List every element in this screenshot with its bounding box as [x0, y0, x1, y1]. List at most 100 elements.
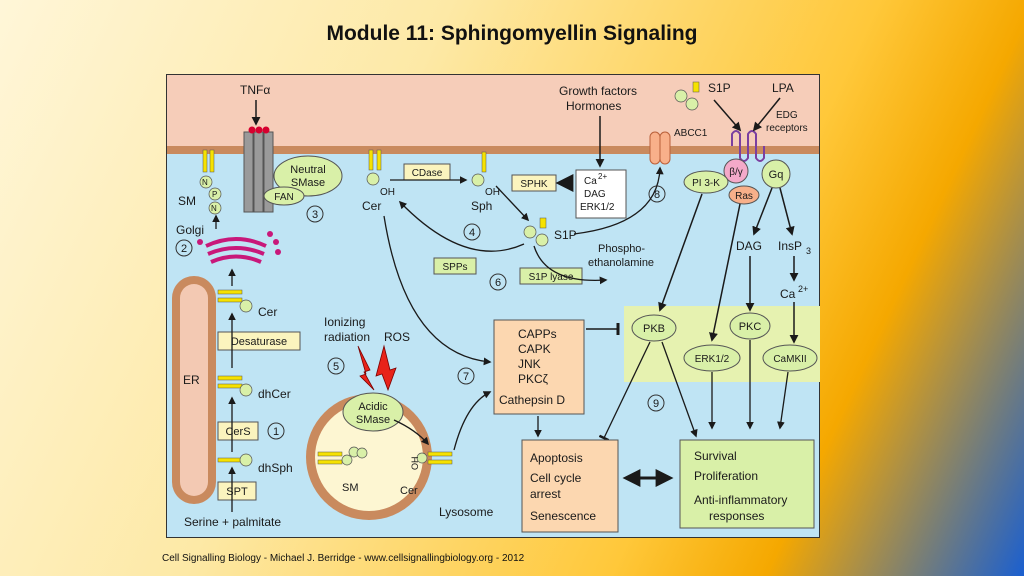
pkb-inhibit-apoptosis	[598, 341, 651, 442]
ca-box-dag: DAG	[584, 189, 606, 200]
footer-citation: Cell Signalling Biology - Michael J. Ber…	[162, 553, 525, 564]
spt-box	[217, 481, 257, 501]
lipid-icon	[217, 383, 243, 389]
slide-title: Module 11: Sphingomyellin Signaling	[326, 22, 698, 45]
plasma-membrane	[166, 146, 820, 154]
step-8-label: 8	[654, 189, 660, 201]
pkc-label: PKC	[739, 321, 762, 333]
tnf-receptor	[243, 131, 254, 213]
step-4-circle	[463, 223, 481, 241]
cer-top-label: Cer	[362, 199, 381, 213]
s1p-export-arrow	[573, 166, 664, 235]
n-head-icon	[523, 225, 537, 239]
s1p-to-cer-arrow	[398, 200, 525, 252]
erk-ellipse	[683, 344, 741, 372]
phospho-label-2: ethanolamine	[588, 257, 654, 269]
ionizing-label-1: Ionizing	[324, 315, 365, 329]
oh-label: OH	[485, 187, 500, 198]
tnf-ligand-icon	[255, 126, 263, 134]
lightning-icon	[375, 344, 397, 392]
lpa-label: LPA	[772, 81, 794, 95]
smase-reaction-arrow	[393, 419, 430, 446]
step-5-circle	[327, 357, 345, 375]
acidic-smase-ellipse	[342, 392, 404, 432]
fan-ellipse	[263, 186, 305, 206]
gq-circle	[761, 159, 791, 189]
n-head-icon	[239, 299, 253, 313]
ca2-label: Ca	[780, 287, 796, 301]
s1p-lyase-box	[519, 267, 583, 285]
capps-item: PKCζ	[518, 372, 549, 386]
lysosome-to-capps-arrow	[453, 391, 492, 451]
pkb-label: PKB	[643, 323, 665, 335]
step-6-circle	[489, 273, 507, 291]
extracellular-region	[166, 74, 820, 148]
neutral-smase-label-2: SMase	[291, 177, 325, 189]
lipid-icon	[368, 149, 374, 171]
pi3k-to-pkb-arrow	[658, 193, 703, 312]
n-head-icon	[366, 172, 380, 186]
apoptosis-item: Cell cycle	[530, 471, 582, 485]
ras-to-erk-arrow	[709, 203, 741, 342]
neutral-smase-label-1: Neutral	[290, 164, 325, 176]
neutral-smase-ellipse	[273, 155, 343, 197]
sm-top-label: SM	[178, 194, 196, 208]
gq-label: Gq	[769, 169, 784, 181]
step-5-label: 5	[333, 361, 339, 373]
tnf-ligand-icon	[262, 126, 270, 134]
lightning-icon	[357, 345, 375, 391]
step-6-label: 6	[495, 277, 501, 289]
p-label: P	[212, 190, 217, 199]
dhcer-label: dhCer	[258, 387, 291, 401]
apoptosis-item: arrest	[530, 487, 561, 501]
abcc1-label: ABCC1	[674, 128, 708, 139]
camkii-ellipse	[762, 344, 818, 372]
lipid-icon	[217, 289, 243, 295]
step-1-label: 1	[273, 426, 279, 438]
growth-factors-label-1: Growth factors	[559, 84, 637, 98]
ca-box-ca: Ca	[584, 176, 597, 187]
lipid-icon	[317, 451, 343, 457]
survival-item: Anti-inflammatory	[694, 493, 787, 507]
sph-to-s1p-arrow	[495, 185, 530, 222]
tnf-ligand-icon	[248, 126, 256, 134]
lipid-icon	[217, 375, 243, 381]
cdase-label: CDase	[412, 168, 443, 179]
n-head-icon	[416, 452, 428, 464]
s1p-to-edg-arrow	[713, 99, 742, 132]
capps-box	[493, 319, 585, 415]
pi3k-label: PI 3-K	[692, 178, 720, 189]
camkii-to-survival-arrow	[777, 371, 789, 430]
step-1-circle	[267, 422, 285, 440]
n-label: N	[202, 178, 208, 187]
n-head-icon	[199, 175, 213, 189]
survival-item: Survival	[694, 449, 737, 463]
pkb-to-survival-arrow	[661, 341, 698, 438]
erk-label: ERK1/2	[695, 354, 730, 365]
step-7-label: 7	[463, 371, 469, 383]
n-head-icon	[239, 453, 253, 467]
sph-label: Sph	[471, 199, 492, 213]
p-head-icon	[208, 187, 222, 201]
ros-label: ROS	[384, 330, 410, 344]
s1p-mid-label: S1P	[554, 228, 577, 242]
lysosome-sm-label: SM	[342, 482, 359, 494]
vesicle-icon	[273, 239, 279, 245]
apoptosis-box	[521, 439, 619, 533]
pkc-ellipse	[729, 312, 771, 340]
step-4-label: 4	[469, 227, 475, 239]
survival-item: Proliferation	[694, 469, 758, 483]
pkb-ellipse	[631, 314, 677, 342]
n-head-icon	[239, 383, 253, 397]
dag-label: DAG	[736, 239, 762, 253]
edg-label-2: receptors	[766, 123, 808, 134]
ca2-sup-label: 2+	[798, 284, 808, 294]
lipid-icon	[539, 217, 547, 229]
step-2-label: 2	[181, 243, 187, 255]
lipid-icon	[427, 459, 453, 465]
golgi-label: Golgi	[176, 223, 204, 237]
gq-to-insp3-arrow	[779, 187, 795, 236]
p-head-icon	[535, 233, 549, 247]
desaturase-box	[217, 331, 301, 351]
gq-to-dag-arrow	[752, 187, 773, 236]
